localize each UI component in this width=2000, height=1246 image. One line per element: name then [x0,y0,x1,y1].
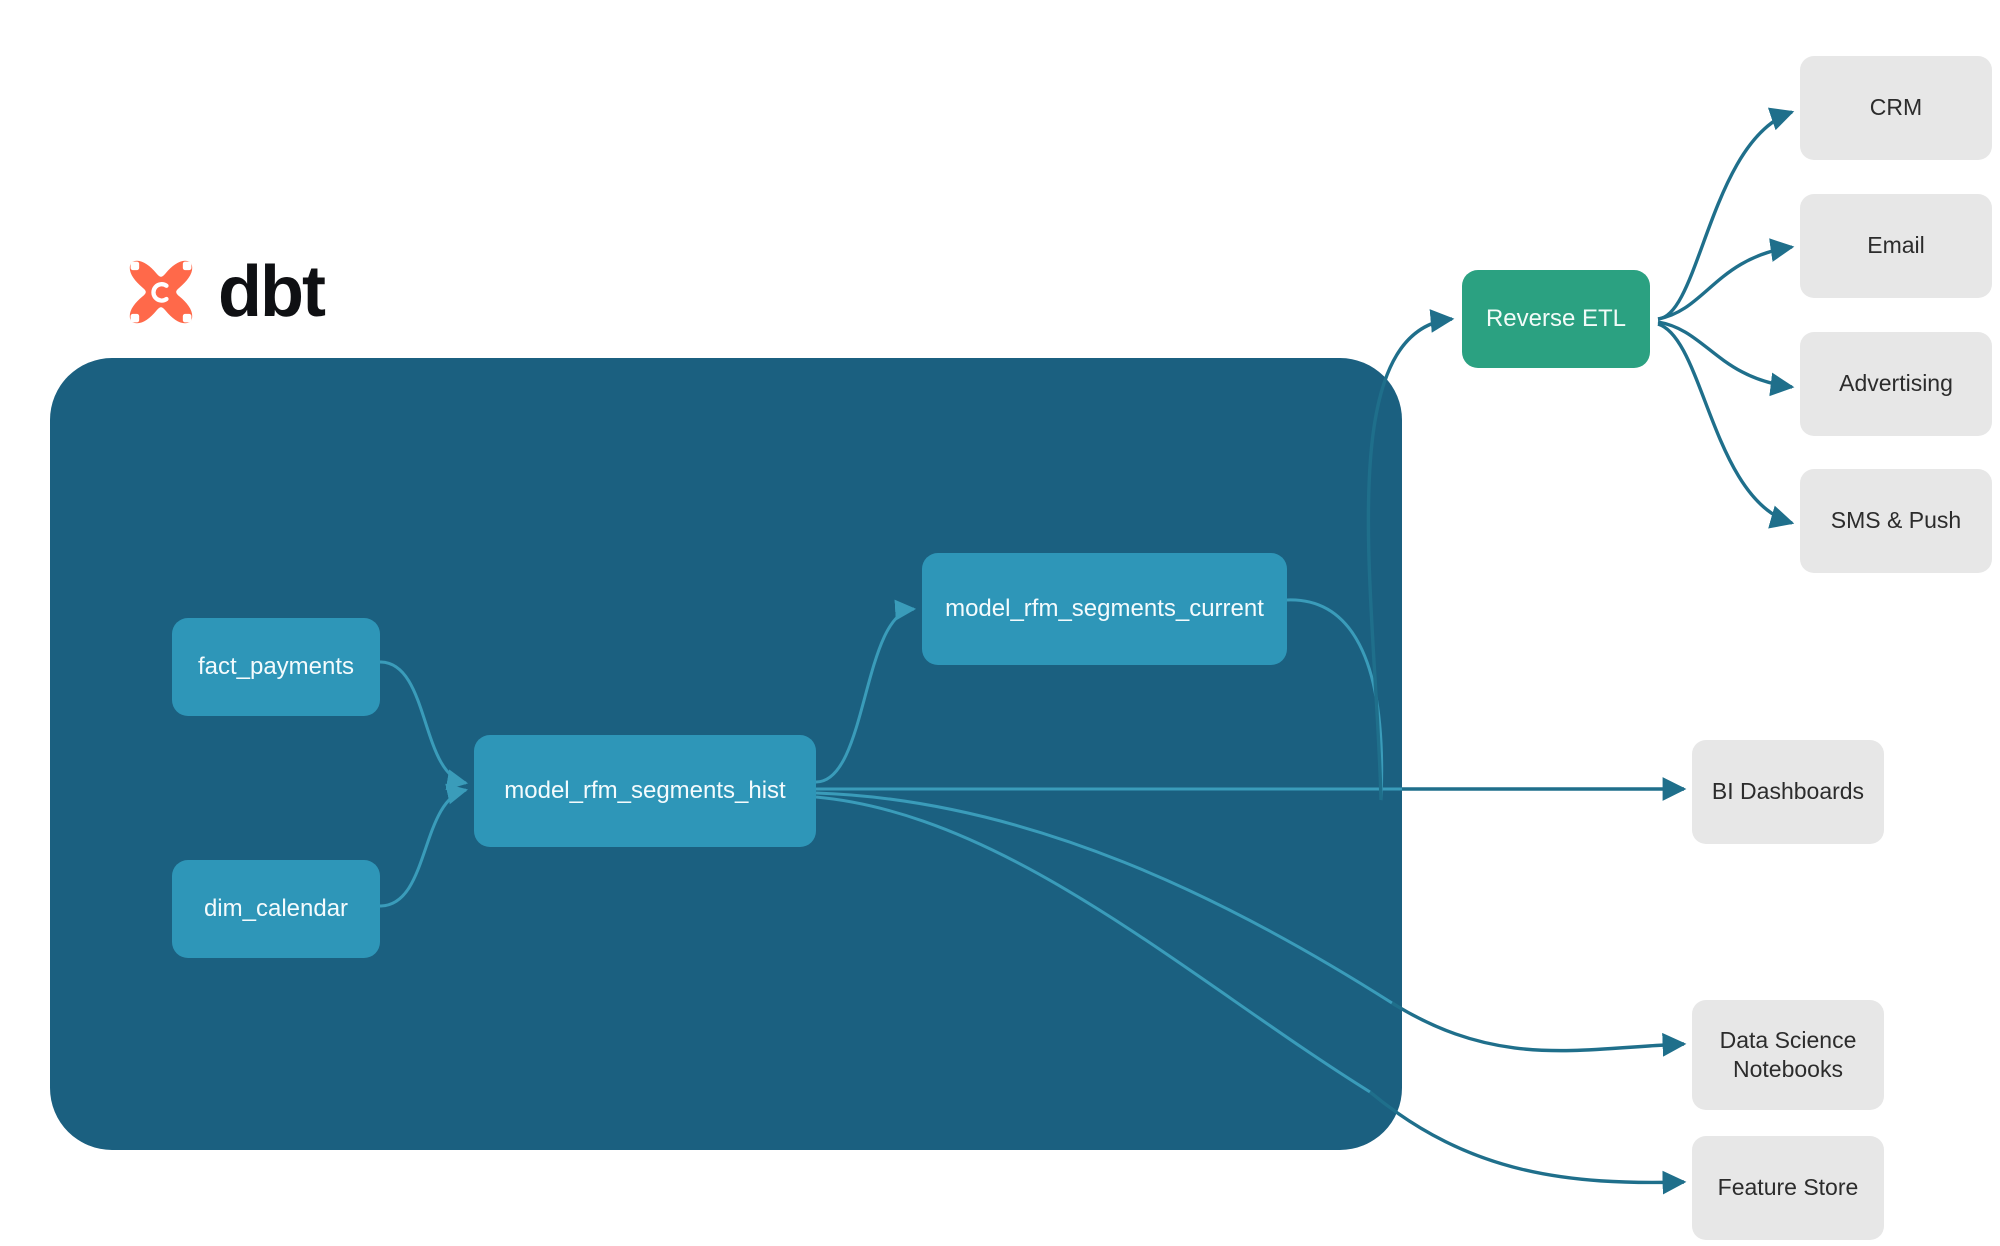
edge-reverse-etl-to-email [1657,238,1795,321]
model-node-rfm-segments-hist[interactable]: model_rfm_segments_hist [474,735,816,847]
model-node-label: fact_payments [197,652,355,680]
dbt-logo-icon [129,260,193,324]
destination-label: Feature Store [1717,1174,1859,1201]
destination-node-feature-store[interactable]: Feature Store [1692,1136,1884,1240]
destination-node-data-science-notebooks[interactable]: Data Science Notebooks [1692,1000,1884,1110]
destination-label: Advertising [1839,370,1953,397]
edge-reverse-etl-to-advertising [1657,320,1795,397]
model-node-fact-payments[interactable]: fact_payments [172,618,380,716]
reverse-etl-label: Reverse ETL [1485,304,1627,332]
dbt-wordmark: dbt [218,252,326,332]
model-node-rfm-segments-current[interactable]: model_rfm_segments_current [922,553,1287,665]
destination-label: Email [1867,232,1925,259]
destination-label: SMS & Push [1830,507,1962,534]
model-node-label: model_rfm_segments_current [945,594,1264,622]
destination-node-bi-dashboards[interactable]: BI Dashboards [1692,740,1884,844]
destination-node-crm[interactable]: CRM [1800,56,1992,160]
edge-reverse-etl-to-crm [1657,107,1795,321]
edge-hist-to-ds-notebooks [1391,1001,1687,1057]
destination-label: CRM [1869,94,1923,121]
destination-node-sms-push[interactable]: SMS & Push [1800,469,1992,573]
reverse-etl-node[interactable]: Reverse ETL [1462,270,1650,368]
destination-label: Data Science Notebooks [1720,1026,1857,1085]
dbt-brand: dbt [122,252,326,332]
edge-reverse-etl-to-sms-push [1657,322,1795,529]
edge-hist-to-feature-store [1368,1090,1687,1195]
model-node-dim-calendar[interactable]: dim_calendar [172,860,380,958]
destination-label-line1: Data Science [1719,1026,1857,1053]
destination-node-advertising[interactable]: Advertising [1800,332,1992,436]
model-node-label: dim_calendar [203,894,349,922]
destination-label-line2: Notebooks [1733,1056,1843,1082]
model-node-label: model_rfm_segments_hist [504,776,786,804]
destination-node-email[interactable]: Email [1800,194,1992,298]
destination-label: BI Dashboards [1711,778,1865,805]
